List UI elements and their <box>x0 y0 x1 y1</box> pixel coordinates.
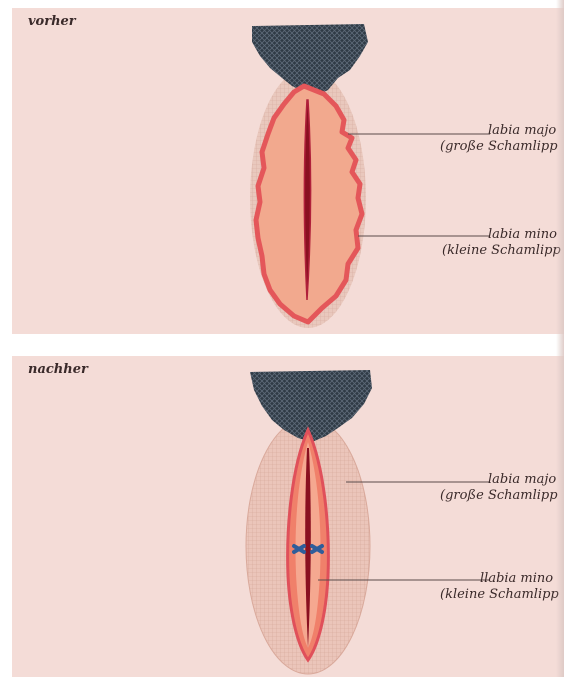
label-labia-majora-german: (große Schamlipp <box>440 488 558 504</box>
panel-separator <box>0 334 564 356</box>
pubic-hair-shape <box>250 370 372 442</box>
label-labia-majora: labia majo <box>488 472 556 488</box>
label-labia-majora-german: (große Schamlipp <box>440 139 558 155</box>
before-panel: vorher labia majo (große Schamlipp labia… <box>12 8 564 334</box>
label-labia-minora-german: (kleine Schamlipp <box>442 243 561 259</box>
label-labia-minora: llabia mino <box>480 571 553 587</box>
before-illustration <box>12 8 564 334</box>
after-panel: nachher labia majo (große Schamlipp llab… <box>12 356 564 677</box>
page-edge-shadow <box>556 0 564 677</box>
label-labia-majora: labia majo <box>488 123 556 139</box>
label-labia-minora: labia mino <box>488 227 557 243</box>
after-illustration <box>12 356 564 677</box>
pubic-hair-shape <box>252 24 368 96</box>
label-labia-minora-german: (kleine Schamlipp <box>440 587 559 603</box>
